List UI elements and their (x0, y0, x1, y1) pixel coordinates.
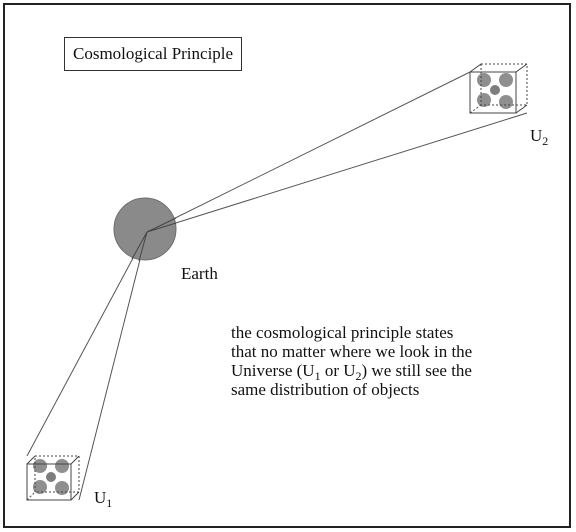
earth-circle (113, 197, 177, 261)
statement-u2-sub: 2 (355, 369, 362, 383)
statement-u1-sub: 1 (314, 369, 321, 383)
sightlines-origin (131, 217, 177, 262)
statement-line-3: Universe (U1 or U2) we still see the (231, 361, 561, 383)
statement-line-3-suffix: ) we still see the (361, 361, 472, 380)
figure-frame (3, 3, 571, 528)
u1-subscript: 1 (106, 496, 113, 510)
statement-line-3-prefix: Universe ( (231, 361, 303, 380)
region-label-u1: U1 (94, 488, 113, 510)
u2-subscript: 2 (542, 134, 549, 148)
sightlines-u1 (26, 231, 148, 501)
earth-label: Earth (181, 264, 218, 283)
diagram-title: Cosmological Principle (64, 37, 243, 71)
statement-line-2: that no matter where we look in the (231, 342, 473, 361)
statement-line-3-mid: or (320, 361, 344, 380)
u1-letter: U (94, 488, 107, 507)
u2-letter: U (530, 126, 543, 145)
statement-line-1: the cosmological principle states (231, 323, 454, 342)
statement-line-4: same distribution of objects (231, 380, 420, 399)
statement-u2-letter: U (343, 361, 356, 380)
sightlines-u2 (146, 71, 528, 233)
statement-u1-letter: U (302, 361, 315, 380)
region-cube-u1 (26, 455, 80, 501)
region-label-u2: U2 (530, 126, 549, 148)
region-cube-u2 (469, 63, 528, 114)
principle-statement: the cosmological principle states that n… (231, 323, 561, 399)
